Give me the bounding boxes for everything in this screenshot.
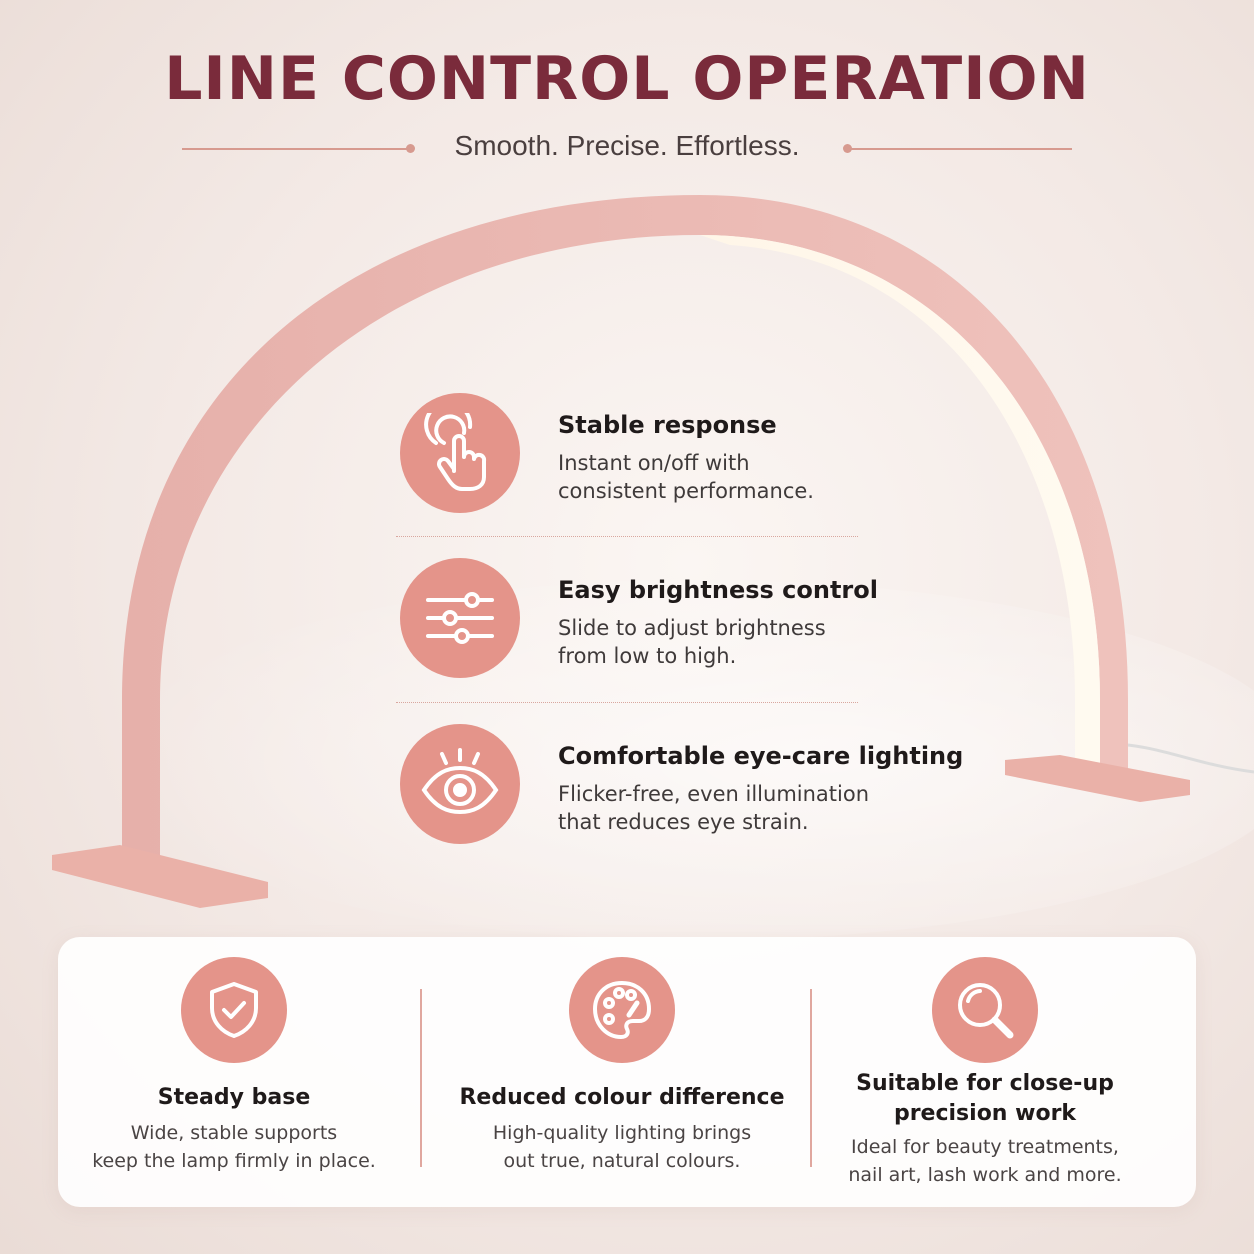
benefit-title: Reduced colour difference xyxy=(459,1085,785,1110)
divider-dot xyxy=(843,144,852,153)
feature-desc-line: from low to high. xyxy=(558,644,737,668)
eye-icon xyxy=(400,724,520,844)
benefit-desc-line: High-quality lighting brings xyxy=(492,1122,752,1144)
benefit-title: Steady base xyxy=(157,1085,311,1110)
page-subtitle: Smooth. Precise. Effortless. xyxy=(454,130,800,161)
benefit-title-line: Suitable for close-up xyxy=(856,1071,1114,1096)
divider-line xyxy=(182,148,410,150)
sliders-icon xyxy=(400,558,520,678)
magnifier-icon xyxy=(932,957,1038,1063)
feature-desc-line: that reduces eye strain. xyxy=(558,810,809,834)
subtitle-row: Smooth. Precise. Effortless. xyxy=(0,128,1254,172)
benefit-colour-difference: Reduced colour difference High-quality l… xyxy=(432,937,812,1207)
feature-description: Instant on/off with consistent performan… xyxy=(558,449,918,505)
feature-description: Slide to adjust brightness from low to h… xyxy=(558,614,918,670)
feature-divider xyxy=(396,702,858,703)
benefit-desc-line: out true, natural colours. xyxy=(503,1150,741,1172)
benefit-description: Ideal for beauty treatments, nail art, l… xyxy=(795,1133,1175,1189)
benefit-precision-work: Suitable for close-up precision work Ide… xyxy=(795,937,1175,1207)
benefit-description: Wide, stable supports keep the lamp firm… xyxy=(44,1119,424,1175)
feature-title: Easy brightness control xyxy=(558,576,878,604)
column-separator xyxy=(420,989,422,1167)
feature-desc-line: Slide to adjust brightness xyxy=(558,616,826,640)
feature-desc-line: Instant on/off with xyxy=(558,451,750,475)
column-separator xyxy=(810,989,812,1167)
feature-title: Stable response xyxy=(558,411,777,439)
benefit-desc-line: keep the lamp firmly in place. xyxy=(92,1150,376,1172)
benefit-desc-line: Ideal for beauty treatments, xyxy=(851,1136,1119,1158)
feature-stable-response: Stable response Instant on/off with cons… xyxy=(400,393,960,515)
feature-eye-care: Comfortable eye-care lighting Flicker-fr… xyxy=(400,724,964,846)
page-title: LINE CONTROL OPERATION xyxy=(164,44,1090,114)
benefit-desc-line: Wide, stable supports xyxy=(130,1122,338,1144)
feature-brightness-control: Easy brightness control Slide to adjust … xyxy=(400,558,960,680)
feature-desc-line: consistent performance. xyxy=(558,479,814,503)
feature-desc-line: Flicker-free, even illumination xyxy=(558,782,870,806)
shield-check-icon xyxy=(181,957,287,1063)
benefit-title: Suitable for close-up precision work xyxy=(795,1069,1175,1129)
feature-title: Comfortable eye-care lighting xyxy=(558,742,964,770)
benefit-title-line: precision work xyxy=(893,1101,1077,1126)
touch-hand-icon xyxy=(400,393,520,513)
divider-dot xyxy=(406,144,415,153)
benefit-desc-line: nail art, lash work and more. xyxy=(848,1164,1122,1186)
benefits-panel: Steady base Wide, stable supports keep t… xyxy=(58,937,1196,1207)
feature-divider xyxy=(396,536,858,537)
divider-line xyxy=(848,148,1072,150)
palette-icon xyxy=(569,957,675,1063)
benefit-description: High-quality lighting brings out true, n… xyxy=(432,1119,812,1175)
benefit-steady-base: Steady base Wide, stable supports keep t… xyxy=(44,937,424,1207)
feature-description: Flicker-free, even illumination that red… xyxy=(558,780,918,836)
